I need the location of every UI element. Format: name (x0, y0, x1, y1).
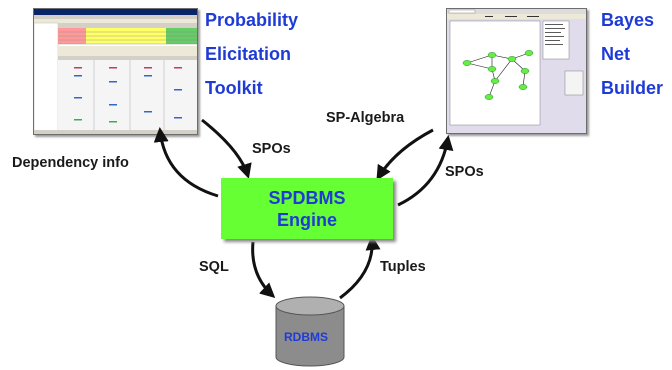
arrow-sp-algebra (376, 128, 434, 181)
toolkit-label-line-1: Probability (205, 10, 299, 30)
edge-label-tuples: Tuples (380, 259, 426, 275)
bayes-builder-screenshot-drawing (447, 9, 586, 133)
edge-label-spos-right: SPOs (445, 164, 484, 180)
toolkit-label-line-3: Toolkit (205, 78, 263, 98)
arrow-tuples (339, 235, 381, 300)
rdbms-label: RDBMS (284, 330, 328, 344)
probability-elicitation-toolkit-screenshot (33, 8, 198, 135)
rdbms-cylinder (275, 296, 345, 367)
toolkit-label-line-2: Elicitation (205, 44, 292, 64)
edge-label-spos-left: SPOs (252, 141, 291, 157)
edge-label-sp-algebra: SP-Algebra (326, 110, 405, 126)
edge-label-dependency-info: Dependency info (12, 155, 129, 171)
arrow-sql (251, 241, 276, 299)
spdbms-engine-box: SPDBMS Engine (221, 178, 393, 239)
edge-label-sql: SQL (199, 259, 229, 275)
engine-subtitle: Engine (276, 209, 337, 230)
bayes-label-line-2: Net (601, 44, 631, 64)
arrow-spos-to-toolkit (201, 118, 252, 179)
arrow-spos-to-builder (397, 135, 454, 207)
bayes-net-builder-screenshot (446, 8, 587, 134)
bayes-label-line-3: Builder (601, 78, 664, 98)
engine-title: SPDBMS (268, 187, 346, 208)
bayes-label-line-1: Bayes (601, 10, 655, 30)
arrow-dependency-info (153, 127, 219, 198)
toolkit-screenshot-drawing (34, 9, 197, 134)
